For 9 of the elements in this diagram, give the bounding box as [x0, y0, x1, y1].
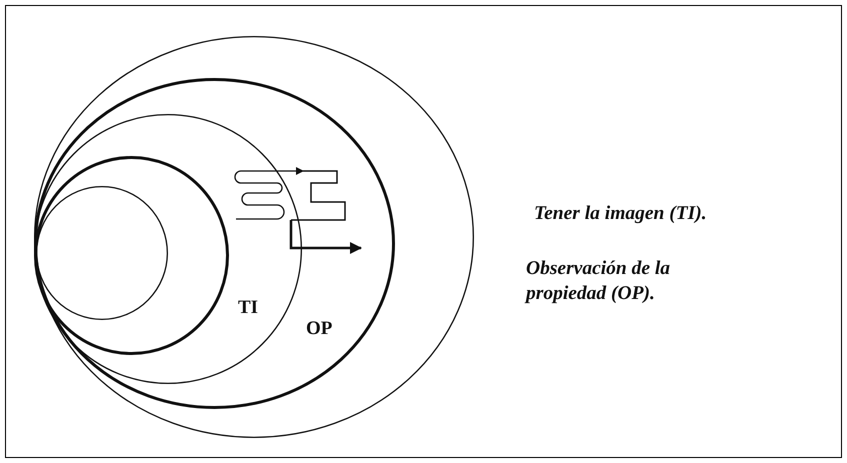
circle-label: TI — [238, 298, 258, 317]
circle — [36, 186, 168, 320]
legend-text: Tener la imagen (TI). — [534, 202, 708, 226]
circle-label: OP — [306, 319, 332, 338]
circle — [34, 114, 302, 384]
circle — [34, 156, 229, 355]
circle — [34, 78, 395, 409]
circle — [34, 36, 474, 438]
legend-text: Observación de la propiedad (OP). — [526, 257, 672, 306]
